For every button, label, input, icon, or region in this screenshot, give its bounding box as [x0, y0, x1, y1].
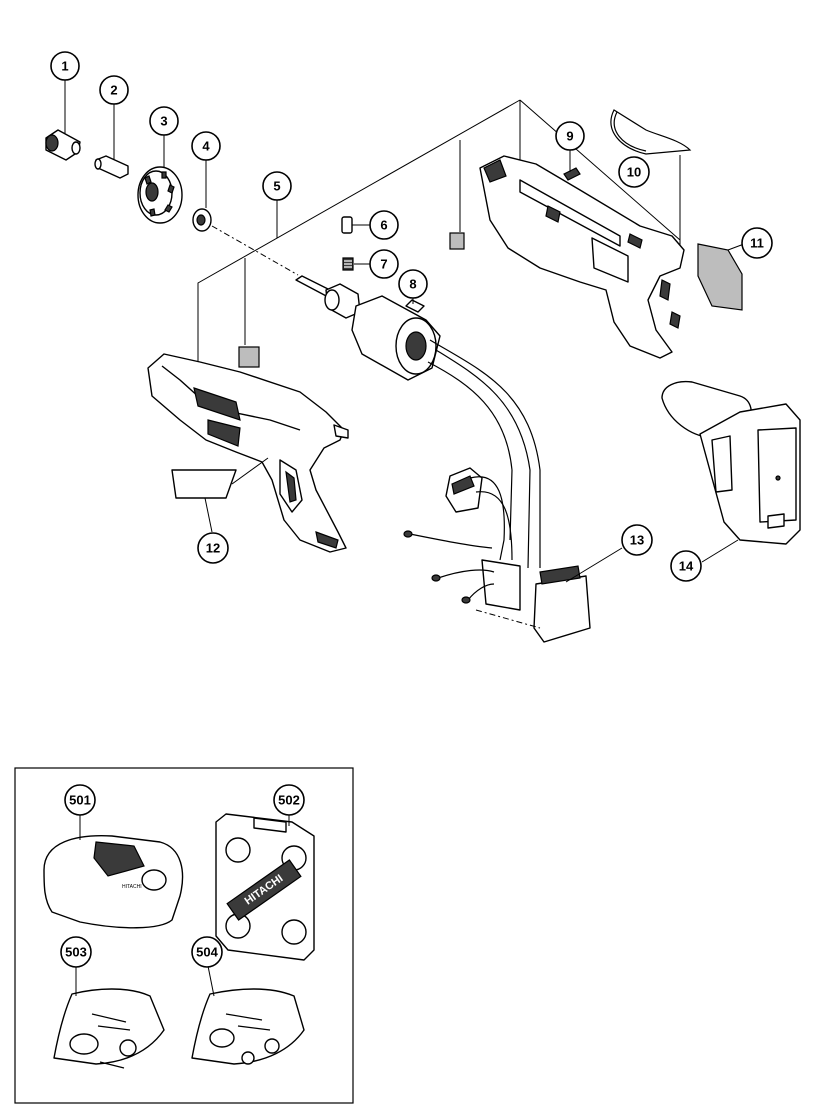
- switch-part: [403, 467, 623, 643]
- belt-hook-part: [610, 109, 692, 155]
- charger-brand-text: HITACHI: [122, 884, 142, 890]
- accessory-set-a-part: [53, 966, 165, 1069]
- callout-13: 13: [621, 524, 653, 556]
- callout-4-label: 4: [202, 139, 210, 154]
- collet-part: [94, 104, 129, 179]
- callout-2-label: 2: [110, 83, 117, 98]
- callout-7: 7: [369, 249, 399, 279]
- callout-12: 12: [197, 532, 229, 564]
- callout-5-label: 5: [273, 179, 280, 194]
- caution-label-part: [697, 243, 745, 311]
- assembly-bracket-lines: [197, 99, 681, 370]
- accessories-box: [14, 767, 354, 1104]
- callout-502: 502: [273, 784, 305, 816]
- callout-503: 503: [60, 936, 92, 968]
- callout-503-label: 503: [65, 945, 87, 960]
- callout-13-label: 13: [630, 533, 644, 548]
- callout-9-label: 9: [566, 129, 573, 144]
- housing-right-part: [479, 155, 685, 359]
- charger-part: HITACHI: [43, 814, 184, 929]
- callout-2: 2: [99, 75, 129, 105]
- callout-504-label: 504: [196, 945, 218, 960]
- armature-part: [295, 275, 361, 319]
- callout-11: 11: [741, 227, 773, 259]
- callout-14: 14: [670, 550, 702, 582]
- callout-7-label: 7: [380, 257, 387, 272]
- callout-14-label: 14: [679, 559, 694, 574]
- callout-9: 9: [555, 121, 585, 151]
- callout-10: 10: [618, 156, 650, 188]
- motor-part: [351, 295, 541, 569]
- accessory-set-b-part: [191, 965, 305, 1065]
- callout-6-label: 6: [380, 218, 387, 233]
- callout-504: 504: [191, 936, 223, 968]
- battery-part: [661, 380, 801, 563]
- callout-12-label: 12: [206, 541, 220, 556]
- housing-left-part: [147, 353, 349, 553]
- callout-4: 4: [191, 131, 221, 161]
- callout-8-label: 8: [409, 277, 416, 292]
- callout-6: 6: [369, 210, 399, 240]
- callout-501: 501: [64, 784, 96, 816]
- callout-501-label: 501: [69, 793, 91, 808]
- callout-502-label: 502: [278, 793, 300, 808]
- callout-10-label: 10: [627, 165, 641, 180]
- callout-1-label: 1: [61, 59, 68, 74]
- label-part: [238, 346, 260, 368]
- callout-5: 5: [262, 171, 292, 201]
- callout-3-label: 3: [160, 114, 167, 129]
- screw-part: [563, 150, 581, 181]
- brush-spring-part: [342, 257, 370, 271]
- washer-part: [192, 160, 212, 232]
- callout-3: 3: [149, 106, 179, 136]
- nameplate-part: [171, 457, 269, 533]
- carrying-case-part: HITACHI: [215, 813, 315, 961]
- label-small-part: [449, 232, 465, 250]
- callout-8: 8: [398, 269, 428, 299]
- collet-nut-part: [45, 80, 81, 161]
- bearing-housing-part: [137, 135, 183, 224]
- callout-1: 1: [50, 51, 80, 81]
- carbon-brush-part: [341, 216, 370, 234]
- callout-11-label: 11: [750, 236, 764, 251]
